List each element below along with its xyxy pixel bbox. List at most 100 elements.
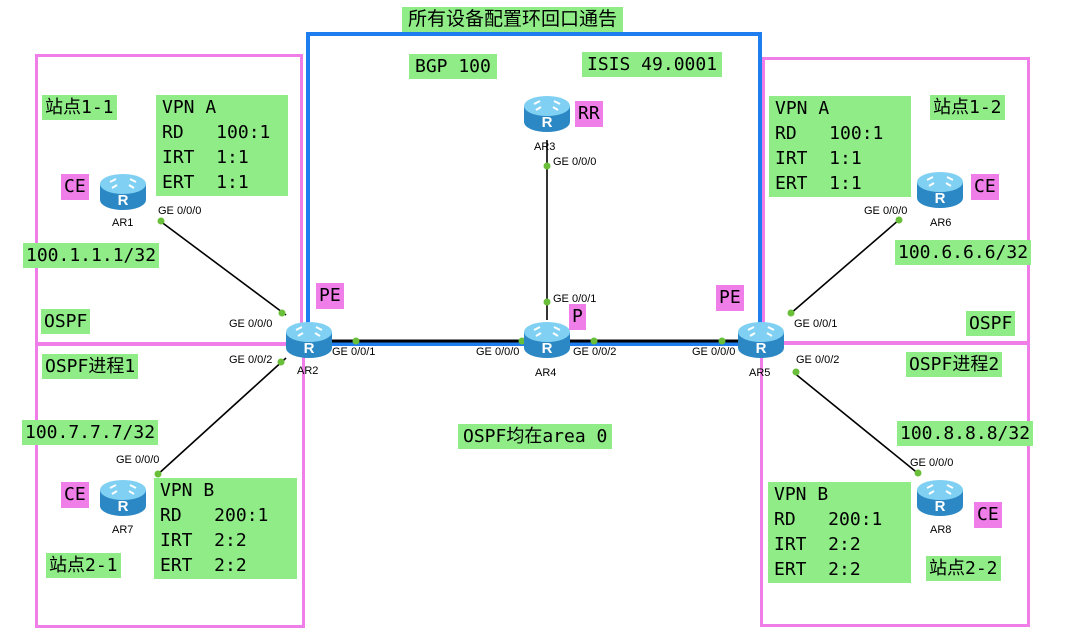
vpn-a-left-box: VPN A RD 100:1 IRT 1:1 ERT 1:1 [156,95,288,196]
port-dot [518,337,526,345]
svg-text:R: R [935,498,946,515]
router-icon[interactable]: R [98,170,148,212]
ospf-label-left: OSPF [41,309,91,334]
site-label-1-1: 站点1-1 [42,95,117,120]
link-ar1-ar2 [159,220,287,316]
device-name-ar8: AR8 [930,524,952,536]
vpn-a-right-line: IRT 1:1 [775,148,862,169]
port-label: GE 0/0/0 [910,457,954,469]
device-name-ar2: AR2 [297,365,319,377]
port-label: GE 0/0/0 [158,205,202,217]
vpn-b-left-line: IRT 2:2 [160,530,247,551]
svg-text:R: R [756,340,767,357]
router-icon[interactable]: R [736,318,786,360]
role-tag-ce-ar6: CE [971,174,999,200]
site-2-1-zone [35,343,305,628]
vpn-b-right-box: VPN B RD 200:1 IRT 2:2 ERT 2:2 [768,482,911,583]
port-label: GE 0/0/2 [573,346,617,358]
port-dot [914,469,922,477]
vpn-b-left-box: VPN B RD 200:1 IRT 2:2 ERT 2:2 [154,478,297,579]
vpn-b-left-line: RD 200:1 [160,505,269,526]
port-dot [718,337,726,345]
port-dot [590,337,598,345]
vpn-b-left-line: ERT 2:2 [160,555,247,576]
diagram-title: 所有设备配置环回口通告 [402,7,624,32]
ospf-process-2-label: OSPF进程2 [906,352,1003,377]
vpn-b-right-line: RD 200:1 [774,509,883,530]
router-icon[interactable]: R [284,318,334,360]
role-tag-p-ar4: P [569,304,586,330]
device-name-ar5: AR5 [749,367,771,379]
address-ar8: 100.8.8.8/32 [897,421,1034,446]
role-tag-ce-ar7: CE [61,482,89,508]
link-ar7-ar2 [155,357,287,477]
port-dot [543,162,551,170]
router-icon[interactable]: R [522,318,572,360]
port-label: GE 0/0/1 [794,318,838,330]
svg-text:R: R [542,114,553,131]
vpn-a-left-line: VPN A [162,97,217,118]
vpn-a-right-line: ERT 1:1 [775,173,862,194]
vpn-a-left-line: IRT 1:1 [162,147,249,168]
site-label-2-2: 站点2-2 [926,556,1001,581]
device-name-ar3: AR3 [534,141,556,153]
ospf-label-right: OSPF [966,311,1016,336]
role-tag-rr-ar3: RR [575,101,603,127]
port-label: GE 0/0/0 [229,318,273,330]
site-label-2-1: 站点2-1 [46,553,121,578]
port-dot [895,216,903,224]
svg-text:R: R [118,192,129,209]
port-dot [154,470,162,478]
vpn-b-left-line: VPN B [160,480,215,501]
site-2-2-zone [760,342,1030,627]
device-name-ar6: AR6 [930,217,952,229]
vpn-b-right-line: VPN B [774,484,829,505]
port-label: GE 0/0/1 [332,346,376,358]
port-dot [543,298,551,306]
role-tag-ce-ar8: CE [974,502,1002,528]
port-label: GE 0/0/2 [229,354,273,366]
role-tag-pe-ar5: PE [716,285,744,311]
port-dot [277,358,285,366]
port-label: GE 0/0/0 [116,454,160,466]
router-icon[interactable]: R [522,92,572,134]
device-name-ar4: AR4 [535,367,557,379]
vpn-a-right-line: VPN A [775,98,830,119]
svg-text:R: R [304,340,315,357]
router-icon[interactable]: R [915,476,965,518]
address-ar7: 100.7.7.7/32 [22,420,159,445]
device-name-ar1: AR1 [112,217,134,229]
port-label: GE 0/0/0 [476,346,520,358]
address-ar1: 100.1.1.1/32 [23,243,160,268]
bgp-label: BGP 100 [409,54,497,79]
isis-label: ISIS 49.0001 [582,52,723,77]
link-ar5-ar6 [789,218,901,315]
port-label: GE 0/0/2 [796,354,840,366]
port-dot [157,217,165,225]
svg-text:R: R [935,190,946,207]
role-tag-ce-ar1: CE [61,174,89,200]
vpn-b-right-line: ERT 2:2 [774,559,861,580]
device-name-ar7: AR7 [112,524,134,536]
port-dot [787,309,795,317]
vpn-a-left-line: RD 100:1 [162,122,271,143]
address-ar6: 100.6.6.6/32 [895,240,1032,265]
link-ar5-ar8 [792,371,921,476]
ospf-area-label: OSPF均在area 0 [458,424,613,449]
port-dot [792,368,800,376]
port-label: GE 0/0/1 [553,293,597,305]
router-icon[interactable]: R [98,476,148,518]
port-label: GE 0/0/0 [864,205,908,217]
port-label: GE 0/0/0 [692,346,736,358]
role-tag-pe-ar2: PE [316,283,344,309]
port-label: GE 0/0/0 [553,156,597,168]
router-icon[interactable]: R [915,168,965,210]
vpn-b-right-line: IRT 2:2 [774,534,861,555]
vpn-a-right-box: VPN A RD 100:1 IRT 1:1 ERT 1:1 [769,96,911,197]
svg-text:R: R [118,498,129,515]
vpn-a-left-line: ERT 1:1 [162,172,249,193]
svg-text:R: R [542,340,553,357]
site-label-1-2: 站点1-2 [930,95,1005,120]
